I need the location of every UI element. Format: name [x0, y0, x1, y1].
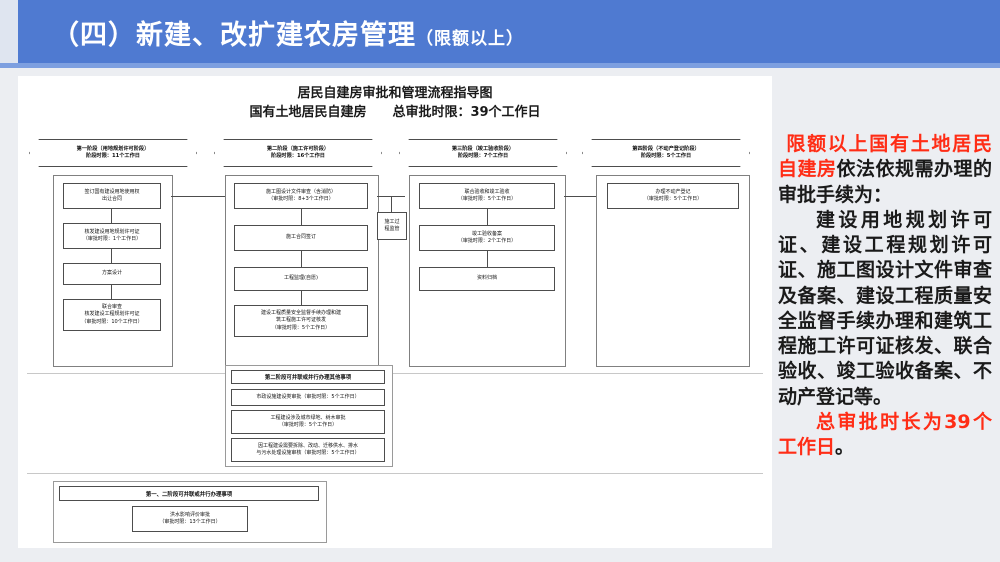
flowchart-title-line2: 国有土地居民自建房 总审批时限：39个工作日 [19, 104, 771, 123]
connector-c2-3-4 [301, 291, 302, 305]
stage-2-limit: 阶段时限：16个工作日 [271, 153, 325, 159]
connector-c1-2-3 [111, 249, 112, 263]
node-parallel2-2[interactable]: 工程建设涉及城市绿地、树木审批 （审批时限：5个工作日） [231, 410, 385, 434]
parallel-stage12-header: 第一、二阶段可并联或并行办理事项 [59, 486, 319, 501]
slide-header-bar: （四）新建、改扩建农房管理（限额以上） [0, 0, 1000, 63]
node-c1-4[interactable]: 联合审查 核发建设工程规划许可证 （审批时限：10个工作日） [63, 299, 161, 331]
explanation-paragraph-3: 总审批时长为39个工作日。 [778, 410, 992, 461]
node-c3-3[interactable]: 资料归档 [419, 267, 555, 291]
connector-c1-3-4 [111, 285, 112, 299]
explanation-p1-rest: 依法依规需办理的审批手续为： [778, 158, 992, 206]
node-c2-1-line2: （审批时限：8+3个工作日） [268, 196, 334, 202]
connector-c3-2-3 [487, 251, 488, 267]
flowchart-canvas: 居民自建房审批和管理流程指导图 国有土地居民自建房 总审批时限：39个工作日 第一… [18, 76, 772, 548]
node-parallel12-1[interactable]: 洪水影响评价审批 （审批时限：13个工作日） [132, 506, 248, 532]
node-c2-3[interactable]: 工程监理(自愿) [234, 267, 368, 291]
explanation-p3-tail: 。 [835, 436, 855, 459]
stage-banner-2: 第二阶段（施工许可阶段） 阶段时限：16个工作日 [214, 139, 382, 167]
explanation-panel: 限额以上国有土地居民自建房依法依规需办理的审批手续为： 建设用地规划许可证、建设… [778, 132, 992, 460]
header-underline [0, 63, 1000, 68]
connector-c2-2-3 [301, 251, 302, 267]
node-c1-1-line2: 出让合同 [101, 196, 122, 202]
node-c4-1-line1: 办理不动产登记 [655, 188, 691, 195]
highlight-red-total: 总审批时长为39个工作日 [778, 410, 992, 459]
flowchart-title-line2-left: 国有土地居民自建房 [249, 104, 367, 120]
node-parallel2-1[interactable]: 市政设施建设类审批（审批时限：5个工作日） [231, 389, 385, 406]
node-side-line1: 施工过 [384, 218, 400, 225]
stage-3-limit: 阶段时限：7个工作日 [457, 153, 509, 159]
node-c3-1-line1: 联合验收和竣工验收 [464, 188, 510, 195]
stage-1-limit: 阶段时限：11个工作日 [86, 153, 140, 159]
stage-4-name: 第四阶段（不动产登记阶段） [632, 145, 700, 152]
connector-side-node-stem [391, 196, 392, 212]
node-c1-4-line2: 核发建设工程规划许可证 [84, 311, 140, 318]
connector-c1-1-2 [111, 209, 112, 223]
parallel-stage2-header: 第二阶段可并联或并行办理其他事项 [231, 370, 385, 384]
page-title-main: （四）新建、改扩建农房管理 [52, 20, 416, 51]
node-parallel2-2-line1: 工程建设涉及城市绿地、树木审批 [270, 414, 346, 421]
connector-col3-col4 [564, 196, 596, 197]
node-c3-2[interactable]: 竣工验收备案 （审批时限：2个工作日） [419, 225, 555, 251]
node-side-line2: 程监管 [384, 226, 400, 232]
highlight-red-2: 居民自建房 [778, 133, 992, 181]
page-title-sub: （限额以上） [416, 29, 524, 49]
flowchart-title: 居民自建房审批和管理流程指导图 国有土地居民自建房 总审批时限：39个工作日 [19, 85, 771, 123]
node-c4-1-line2: （审批时限：5个工作日） [643, 196, 703, 202]
node-c2-1-line1: 施工图设计文件审查（含消防） [265, 188, 336, 195]
divider-upper [27, 373, 763, 374]
connector-col1-col2 [171, 196, 225, 197]
node-c1-4-line3: （审批时限：10个工作日） [81, 318, 143, 325]
node-parallel2-3[interactable]: 因工程建设需要拆除、改动、迁移供水、排水 与污水处理设施审核（审批时限：5个工作… [231, 438, 385, 462]
stage-banner-1: 第一阶段（用地规划许可阶段） 阶段时限：11个工作日 [29, 139, 197, 167]
node-parallel12-1-line2: （审批时限：13个工作日） [159, 519, 221, 525]
flowchart-title-line1: 居民自建房审批和管理流程指导图 [297, 86, 493, 101]
stage-1-name: 第一阶段（用地规划许可阶段） [76, 145, 150, 152]
stage-2-name: 第二阶段（施工许可阶段） [266, 145, 330, 152]
divider-lower [27, 473, 763, 474]
node-c2-2[interactable]: 施工合同签订 [234, 225, 368, 251]
header-accent-stripe [0, 0, 18, 63]
node-c2-3-line1: 工程监理(自愿) [284, 275, 318, 282]
node-c3-1[interactable]: 联合验收和竣工验收 （审批时限：5个工作日） [419, 183, 555, 209]
explanation-paragraph-2: 建设用地规划许可证、建设工程规划许可证、施工图设计文件审查及备案、建设工程质量安… [778, 208, 992, 410]
node-c1-2-line1: 核发建设用地规划许可证 [84, 228, 140, 235]
node-parallel12-1-line1: 洪水影响评价审批 [169, 511, 210, 518]
node-c2-4-line2: 筑工程施工许可证核发 [275, 317, 326, 324]
node-c3-3-line1: 资料归档 [476, 275, 497, 282]
stage-banner-3: 第三阶段（竣工验收阶段） 阶段时限：7个工作日 [399, 139, 567, 167]
connector-c2-1-2 [301, 209, 302, 225]
node-c1-2[interactable]: 核发建设用地规划许可证 （审批时限：1个工作日） [63, 223, 161, 249]
node-c1-1[interactable]: 签订国有建设用地使用权 出让合同 [63, 183, 161, 209]
node-parallel2-2-line2: （审批时限：5个工作日） [278, 422, 338, 428]
stage-4-limit: 阶段时限：5个工作日 [640, 153, 692, 159]
node-parallel2-3-line2: 与污水处理设施审核（审批时限：5个工作日） [256, 450, 360, 456]
parallel-stage2-header-label: 第二阶段可并联或并行办理其他事项 [264, 375, 352, 381]
flowchart-title-line2-right: 总审批时限：39个工作日 [392, 104, 541, 120]
node-parallel2-3-line1: 因工程建设需要拆除、改动、迁移供水、排水 [257, 442, 358, 449]
node-c2-4-line3: （审批时限：5个工作日） [271, 324, 331, 331]
stage-banner-4: 第四阶段（不动产登记阶段） 阶段时限：5个工作日 [582, 139, 750, 167]
node-c1-1-line1: 签订国有建设用地使用权 [84, 188, 140, 195]
node-construction-supervision[interactable]: 施工过 程监管 [377, 212, 407, 240]
page-title: （四）新建、改扩建农房管理（限额以上） [52, 13, 524, 52]
node-c2-4-line1: 建设工程质量安全监督手续办理和建 [260, 310, 341, 317]
explanation-p2-text: 建设用地规划许可证、建设工程规划许可证、施工图设计文件审查及备案、建设工程质量安… [778, 208, 992, 408]
node-c1-3-line1: 方案设计 [101, 270, 122, 277]
parallel-stage12-header-label: 第一、二阶段可并联或并行办理事项 [145, 491, 233, 498]
node-c4-1[interactable]: 办理不动产登记 （审批时限：5个工作日） [607, 183, 739, 209]
node-c3-1-line2: （审批时限：5个工作日） [457, 196, 517, 202]
node-c1-3[interactable]: 方案设计 [63, 263, 161, 285]
node-c1-4-line1: 联合审查 [101, 304, 122, 311]
node-c3-2-line1: 竣工验收备案 [471, 230, 502, 237]
node-c3-2-line2: （审批时限：2个工作日） [457, 238, 517, 244]
node-parallel2-1-line1: 市政设施建设类审批（审批时限：5个工作日） [256, 393, 360, 400]
node-c2-2-line1: 施工合同签订 [285, 234, 316, 241]
node-c2-4[interactable]: 建设工程质量安全监督手续办理和建 筑工程施工许可证核发 （审批时限：5个工作日） [234, 305, 368, 337]
node-c1-2-line2: （审批时限：1个工作日） [82, 236, 142, 242]
stage-3-name: 第三阶段（竣工验收阶段） [451, 145, 515, 152]
highlight-red-1: 限额以上国有土地 [786, 133, 953, 155]
connector-c3-1-2 [487, 209, 488, 225]
explanation-paragraph-1: 限额以上国有土地居民自建房依法依规需办理的审批手续为： [778, 132, 992, 208]
node-c2-1[interactable]: 施工图设计文件审查（含消防） （审批时限：8+3个工作日） [234, 183, 368, 209]
